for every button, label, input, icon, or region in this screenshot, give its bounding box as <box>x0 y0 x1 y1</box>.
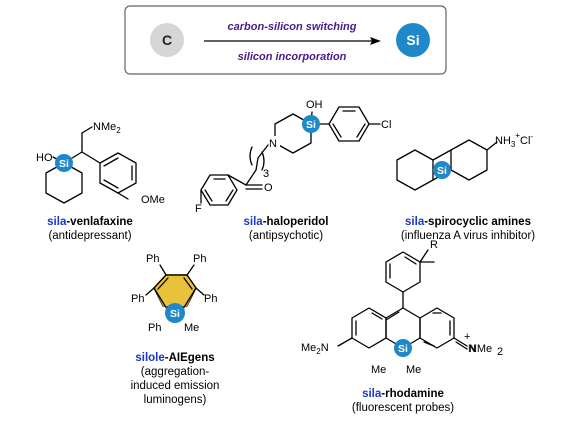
si-atom-rhodamine <box>394 339 412 357</box>
atom-cl: Cl <box>381 119 391 131</box>
caption-spirocyclic: sila-spirocyclic amines (influenza A vir… <box>400 216 536 242</box>
atom-me2n: Me2N <box>301 342 329 356</box>
arrow-top-label: carbon-silicon switching <box>228 21 357 33</box>
carbon-label: C <box>162 32 172 48</box>
header-box <box>124 5 447 75</box>
carbon-circle <box>150 23 184 57</box>
svg-text:Si: Si <box>398 343 408 355</box>
atom-me-silole: Me <box>184 322 199 334</box>
atom-oh: OH <box>306 99 323 111</box>
ring-left <box>396 149 434 191</box>
atom-f: F <box>195 203 202 215</box>
atom-ho: HO <box>36 152 53 164</box>
structure-sila-venlafaxine: HO NMe2 OMe Si <box>36 121 165 206</box>
cyclohexane-ring <box>45 162 83 204</box>
si-atom-venlafaxine <box>55 154 73 172</box>
atom-me-rhod-1: Me <box>371 364 386 376</box>
atom-ph-1: Ph <box>146 253 159 265</box>
svg-text:Si: Si <box>170 308 180 320</box>
atom-ph-5: Ph <box>148 322 161 334</box>
svg-text:Si: Si <box>306 119 316 131</box>
atom-nme2: NMe2 <box>93 121 121 135</box>
atom-r: R <box>430 239 438 251</box>
caption-venlafaxine: sila-venlafaxine (antidepressant) <box>47 216 133 242</box>
si-atom-silole <box>165 303 185 323</box>
atom-nme2-plus: NNMe <box>468 343 492 355</box>
svg-text:Si: Si <box>59 158 69 170</box>
atom-ph-4: Ph <box>204 293 217 305</box>
caption-haloperidol: sila-haloperidol (antipsychotic) <box>243 216 329 242</box>
svg-text:+: + <box>464 331 470 343</box>
structure-sila-spirocyclic: NH3+Cl- Si <box>396 131 533 191</box>
caption-silole: silole-AIEgens (aggregation- induced emi… <box>130 352 220 406</box>
atom-me-rhod-2: Me <box>406 364 421 376</box>
svg-text:2: 2 <box>497 346 503 358</box>
svg-text:Si: Si <box>437 165 447 177</box>
silicon-circle <box>396 23 430 57</box>
reaction-arrow-head <box>370 37 381 45</box>
atom-n3: 3 <box>263 168 269 180</box>
atom-n: N <box>269 138 277 150</box>
si-atom-haloperidol <box>302 115 320 133</box>
atom-nh3cl: NH3+Cl- <box>495 131 533 149</box>
si-atom-spirocyclic <box>433 161 451 179</box>
silicon-label: Si <box>406 32 419 48</box>
atom-ph-2: Ph <box>193 253 206 265</box>
ring-right <box>450 139 488 181</box>
atom-ome: OMe <box>141 194 165 206</box>
structure-sila-rhodamine: R Me2N NNMe + 2 Me Me Si <box>301 239 503 376</box>
atom-ph-3: Ph <box>131 293 144 305</box>
caption-rhodamine: sila-rhodamine (fluorescent probes) <box>351 388 455 414</box>
structure-silole: Ph Ph Ph Ph Ph Me Si <box>131 253 217 334</box>
atom-o: O <box>264 182 273 194</box>
structure-sila-haloperidol: OH N Cl 3 O F Si <box>195 99 391 215</box>
arrow-bottom-label: silicon incorporation <box>238 51 347 63</box>
